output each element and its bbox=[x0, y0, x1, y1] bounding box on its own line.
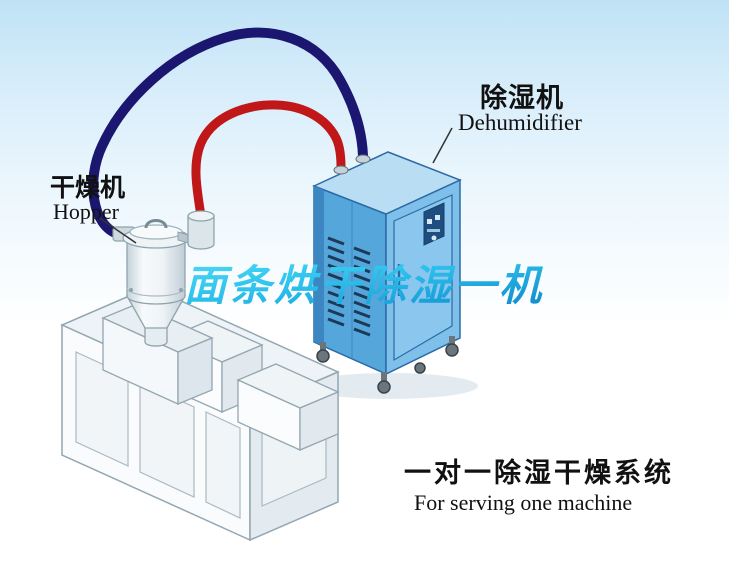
machine-front-panel-3 bbox=[205, 411, 241, 519]
hopper-lid-top bbox=[129, 224, 183, 240]
caster-strut-2 bbox=[381, 372, 387, 382]
hopper-pointer-line bbox=[97, 216, 137, 244]
suction-blower bbox=[187, 210, 215, 250]
caster-wheels bbox=[316, 336, 459, 394]
hose-fitting-blue bbox=[355, 154, 371, 164]
drying-hopper bbox=[112, 210, 215, 347]
control-button-2 bbox=[435, 215, 440, 220]
dehumidifier-label-cn: 除湿机 bbox=[480, 83, 564, 113]
control-button-1 bbox=[427, 219, 432, 224]
dehumidifier-label-en: Dehumidifier bbox=[458, 110, 582, 135]
caster-strut-3 bbox=[449, 336, 455, 346]
dehumidifier-left-edge-strip bbox=[314, 186, 324, 346]
hopper-outlet bbox=[144, 325, 168, 347]
hose-supply-red bbox=[191, 100, 346, 221]
caption-en: For serving one machine bbox=[414, 490, 633, 515]
caption-cn: 一对一除湿干燥系统 bbox=[404, 458, 674, 488]
caster-wheel-3 bbox=[445, 343, 459, 357]
control-knob bbox=[431, 235, 437, 241]
vent-slats-right-column bbox=[353, 246, 371, 337]
hopper-label-cn: 干燥机 bbox=[50, 174, 126, 202]
hopper-clamp-left bbox=[129, 288, 133, 292]
control-panel bbox=[423, 202, 445, 246]
blower-body bbox=[187, 215, 215, 250]
caster-strut-1 bbox=[320, 342, 326, 352]
extruder-machine bbox=[60, 286, 340, 542]
control-display bbox=[427, 229, 440, 232]
overlay-title: 面条烘干除湿一机 bbox=[184, 252, 544, 313]
hopper-lid-handle bbox=[144, 219, 168, 229]
machine-box2-right bbox=[299, 391, 339, 451]
dehumidifier-pointer-line bbox=[432, 127, 453, 164]
blower-top bbox=[187, 210, 215, 222]
caster-wheel-1 bbox=[316, 349, 330, 363]
hopper-pedestal-right bbox=[177, 337, 213, 405]
connection-hoses bbox=[88, 27, 371, 239]
hose-fitting-red bbox=[333, 165, 349, 175]
hose-return-blue bbox=[88, 27, 368, 239]
dehumidifier-unit bbox=[312, 151, 462, 394]
caster-wheel-4 bbox=[414, 362, 426, 374]
hopper-label-en: Hopper bbox=[53, 199, 119, 224]
label-pointer-lines bbox=[97, 127, 453, 244]
caster-wheel-2 bbox=[377, 380, 391, 394]
vent-slats-left-column bbox=[327, 236, 345, 327]
hopper-cylinder bbox=[126, 242, 186, 305]
hopper-clamp-right bbox=[179, 288, 183, 292]
